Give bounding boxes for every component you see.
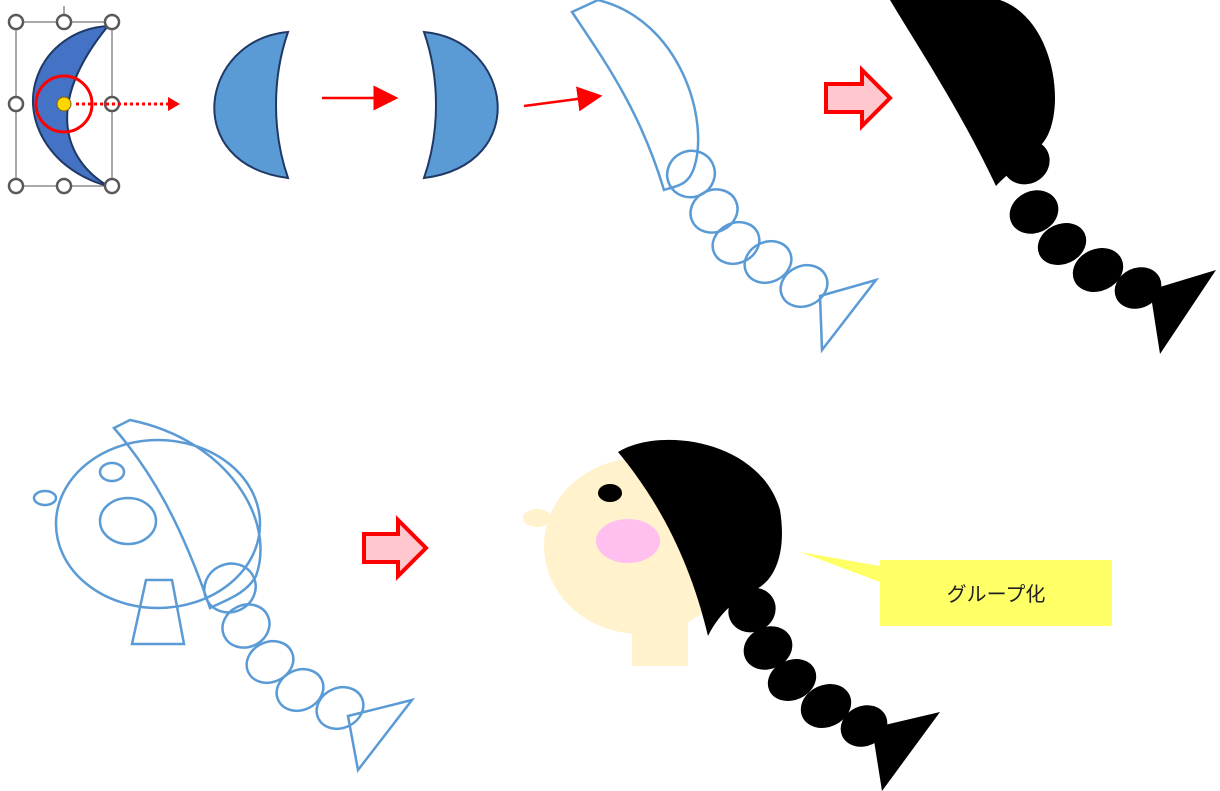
callout-pointer	[800, 552, 880, 582]
selected-moon-shape[interactable]	[9, 6, 119, 193]
braid-black	[890, 0, 1216, 354]
adjust-handle-icon[interactable]	[57, 97, 71, 111]
ear	[523, 509, 551, 527]
line-arrow-icon	[524, 96, 600, 106]
eye	[598, 484, 622, 502]
half-shape-right	[424, 32, 498, 178]
girl-figure	[523, 440, 940, 791]
half-shape-left	[214, 32, 288, 178]
block-right-arrow-icon	[826, 70, 890, 126]
cheek	[596, 519, 660, 563]
block-right-arrow-icon	[364, 520, 426, 576]
figure-outline	[34, 420, 412, 770]
callout-group-label: グループ化	[800, 552, 1112, 626]
braid-outline	[572, 0, 876, 350]
drag-arrowhead-icon	[168, 97, 180, 111]
callout-text: グループ化	[947, 582, 1046, 606]
